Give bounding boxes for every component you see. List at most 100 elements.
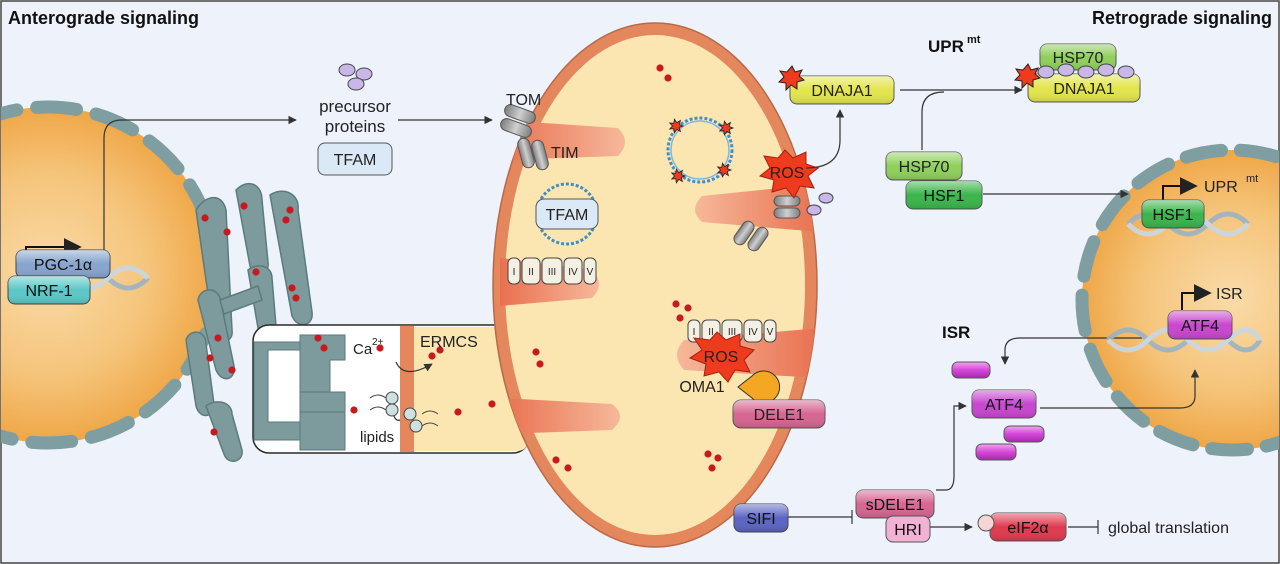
endoplasmic-reticulum [185,182,313,462]
red-dot [214,334,222,342]
etc-complex-label: III [728,327,736,338]
red-dot [428,352,436,360]
tim-complex [517,137,549,171]
red-dot [376,344,384,352]
global-translation-label: global translation [1108,520,1229,537]
mitochondrion [492,22,818,548]
etc-complex [763,319,777,343]
red-dot [536,360,544,368]
pgc1a-label: PGC-1α [34,257,92,274]
red-dot [656,64,664,72]
etc-complex [743,319,763,343]
precursor-protein-blobs [338,63,834,216]
sdele1-pill: sDELE1 [855,489,935,519]
dnaja1-complex-label: DNAJA1 [1053,81,1114,98]
damaged-mtdna-markers [668,118,735,184]
phosphate-circle [977,514,995,532]
red-dot [436,346,444,354]
eif2a-pill: eIF2α [977,512,1067,542]
hri-pill: HRI [885,515,931,543]
etc-complex-label: V [587,267,594,278]
red-dot [454,408,462,416]
red-dot [684,304,692,312]
anterograde-header: Anterograde signaling [8,8,199,28]
hsp70-pill: HSP70 [885,151,963,181]
red-dot [228,366,236,374]
etc-complex-label: IV [748,327,758,338]
red-dot [206,354,214,362]
nrf1-pill: NRF-1 [7,275,91,305]
damage-star [716,162,733,178]
eif2a-label: eIF2α [1007,520,1048,537]
precursor-label-2: proteins [325,117,385,136]
red-dot [350,406,358,414]
tfam-cytosol-label: TFAM [334,152,377,169]
damage-star [670,168,687,184]
hsp70-dnaja1-complex: HSP70 DNAJA1 [1013,43,1141,103]
atf4-label: ATF4 [985,397,1023,414]
atf4-protein-pills [951,361,1045,461]
lipid-molecules [369,391,439,433]
red-dot [532,348,540,356]
red-dot [223,228,231,236]
tfam-cytosol: TFAM [317,142,393,176]
uprmt-output-sup: mt [1246,173,1258,185]
etc-complex-label: III [548,267,556,278]
calcium-dots [201,64,722,472]
sdele1-label: sDELE1 [866,497,925,514]
calcium-superscript: 2+ [372,337,384,348]
red-dot [320,344,328,352]
damage-star-dnaja1 [777,65,806,92]
uprmt-header-sup: mt [967,34,981,46]
red-dot [714,454,722,462]
dele1-label: DELE1 [754,407,805,424]
red-dot [488,400,496,408]
tim-label: TIM [551,145,579,162]
red-dot [288,284,296,292]
nrf1-label: NRF-1 [25,283,72,300]
red-dot [564,464,572,472]
red-dot [282,216,290,224]
ros-top: ROS [758,149,820,199]
atf4-nucleus-label: ATF4 [1181,318,1219,335]
etc-complex-label: II [528,267,534,278]
hsp70-complex-label: HSP70 [1053,50,1104,67]
red-dot [292,294,300,302]
retrograde-header: Retrograde signaling [1092,8,1272,28]
red-dot [210,428,218,436]
mtdna-circle [666,116,734,184]
lipids-label: lipids [360,429,394,446]
red-dot [664,74,672,82]
red-dot [314,334,322,342]
oma1-enzyme: OMA1 [679,370,781,404]
red-dot [201,214,209,222]
ros-mid-label: ROS [704,349,739,366]
isr-output-label: ISR [1216,286,1243,303]
red-dot [708,464,716,472]
red-dot [240,202,248,210]
etc-complex-label: IV [568,267,578,278]
etc-complex [583,257,597,285]
hsf1-nucleus-pill: HSF1 [1141,199,1205,229]
oma1-label: OMA1 [679,379,724,396]
atf4-nucleus-pill: ATF4 [1167,310,1233,340]
damage-star [668,118,685,134]
etc-complex [687,319,701,343]
red-dot [676,314,684,322]
sifi-pill: SIFI [733,503,789,533]
etc-complex [563,257,583,285]
etc-complex [541,257,563,285]
dnaja1-pill: DNAJA1 [789,75,895,105]
etc-complex-label: I [513,267,516,278]
etc-complex-label: II [708,327,714,338]
sifi-label: SIFI [746,511,775,528]
atf4-pill: ATF4 [971,389,1037,419]
red-dot [672,300,680,308]
uprmt-output-label: UPR [1204,179,1238,196]
etc-complex [521,257,541,285]
ros-mid: ROS [688,331,755,383]
calcium-label: Ca [353,341,373,358]
